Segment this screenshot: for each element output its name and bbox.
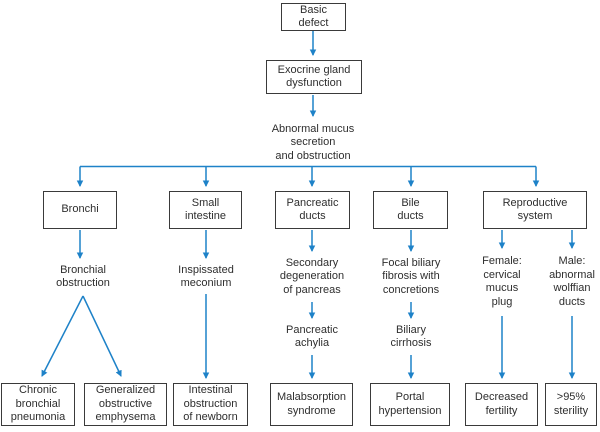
node-reproductive-system: Reproductive system (483, 191, 587, 229)
node-small-intestine: Small intestine (169, 191, 242, 229)
node-decreased-fertility: Decreased fertility (465, 383, 538, 426)
node-bronchial-obstruction: Bronchial obstruction (56, 263, 110, 290)
node-gt95-sterility: >95% sterility (545, 383, 597, 426)
node-female-cervical-mucus-plug: Female: cervical mucus plug (482, 255, 522, 308)
node-abnormal-mucus-secretion: Abnormal mucus secretion and obstruction (271, 122, 355, 162)
node-focal-biliary-fibrosis: Focal biliary fibrosis with concretions (381, 256, 441, 296)
node-pancreatic-achylia: Pancreatic achylia (286, 323, 338, 350)
node-biliary-cirrhosis: Biliary cirrhosis (390, 323, 432, 350)
node-pancreatic-ducts: Pancreatic ducts (275, 191, 350, 229)
edge-obstruction-to-emphysema (82, 295, 122, 377)
node-generalized-obstructive-emphysema: Generalized obstructive emphysema (84, 383, 167, 426)
node-chronic-bronchial-pneumonia: Chronic bronchial pneumonia (1, 383, 75, 426)
node-portal-hypertension: Portal hypertension (370, 383, 450, 426)
node-malabsorption-syndrome: Malabsorption syndrome (270, 383, 353, 426)
node-inspissated-meconium: Inspissated meconium (178, 263, 234, 290)
node-basic-defect: Basic defect (281, 3, 346, 31)
edge-obstruction-to-pneumonia (41, 295, 84, 377)
node-bile-ducts: Bile ducts (373, 191, 448, 229)
node-bronchi: Bronchi (43, 191, 117, 229)
node-male-abnormal-wolffian-ducts: Male: abnormal wolffian ducts (549, 255, 595, 308)
node-exocrine-gland-dysfunction: Exocrine gland dysfunction (266, 60, 362, 94)
node-intestinal-obstruction-of-newborn: Intestinal obstruction of newborn (173, 383, 248, 426)
node-secondary-degeneration-of-pancreas: Secondary degeneration of pancreas (279, 256, 345, 296)
